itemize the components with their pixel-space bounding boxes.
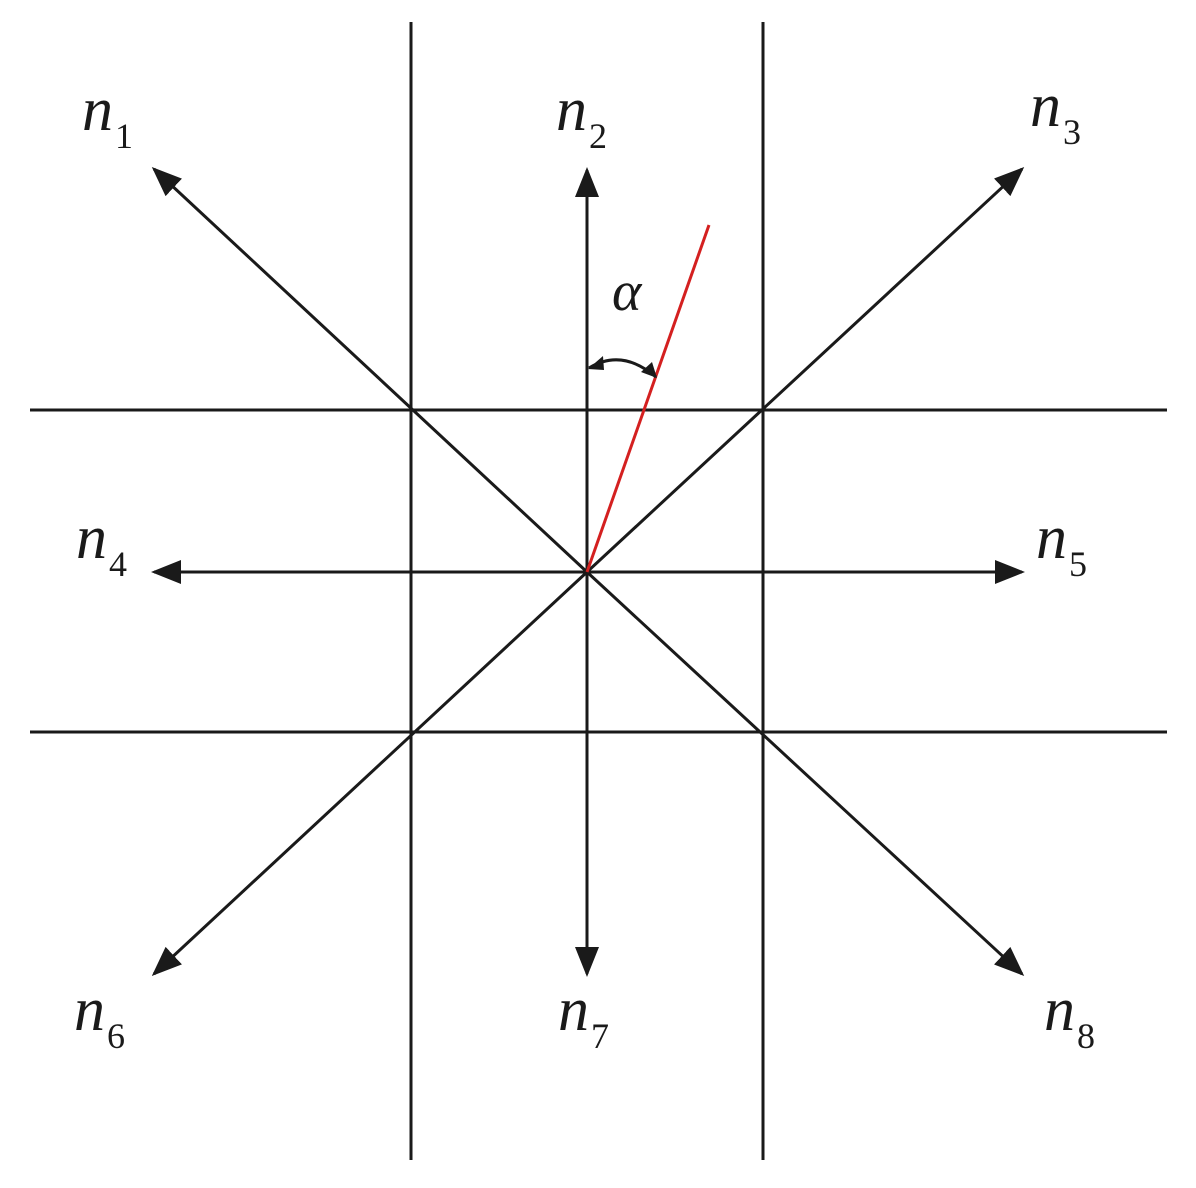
angle-arc-arrow-left xyxy=(588,356,604,370)
arrow-n1 xyxy=(151,166,589,574)
label-n1: n1 xyxy=(82,76,133,156)
arrow-n8 xyxy=(585,570,1025,977)
angle-arc-arrow-right xyxy=(641,362,657,378)
direction-arrows xyxy=(151,166,1025,977)
label-n8: n8 xyxy=(1044,976,1095,1056)
red-direction-line xyxy=(585,224,711,573)
label-n2: n2 xyxy=(556,76,607,156)
direction-labels: n1 n2 n3 n4 n5 n6 n7 n8 xyxy=(74,72,1095,1056)
label-n4: n4 xyxy=(76,504,127,584)
label-n5: n5 xyxy=(1036,504,1087,584)
arrow-n6 xyxy=(151,570,589,977)
label-n3: n3 xyxy=(1030,72,1081,152)
label-n6: n6 xyxy=(74,976,125,1056)
grid-lines xyxy=(30,22,1167,1160)
label-n7: n7 xyxy=(558,976,609,1056)
angle-alpha-label: α xyxy=(612,261,643,323)
arrow-n3 xyxy=(585,166,1025,574)
